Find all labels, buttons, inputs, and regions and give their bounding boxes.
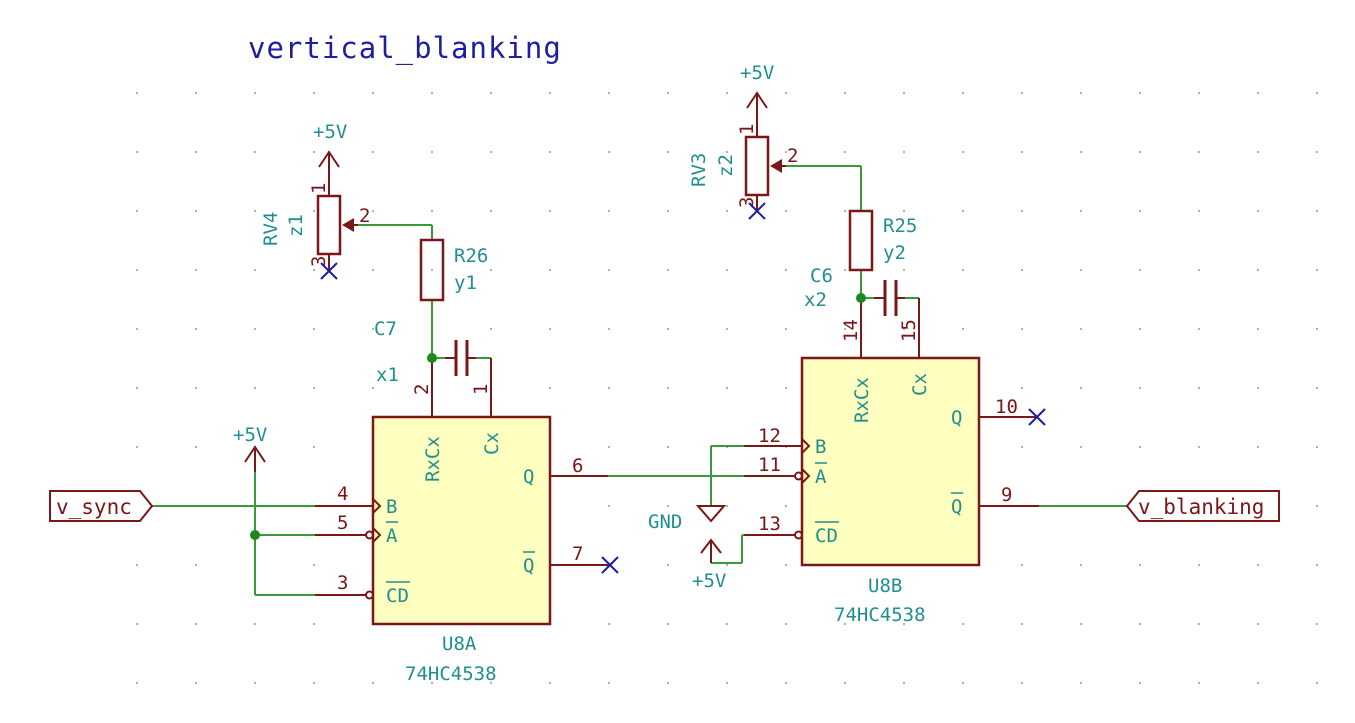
u8b-pin-cd-name: CD xyxy=(815,525,838,547)
output-label-text: v_blanking xyxy=(1138,495,1264,519)
u8b-pin-a-name: A xyxy=(815,466,827,488)
sheet-title: vertical_blanking xyxy=(248,31,562,66)
ic-u8a[interactable]: 4 5 3 6 7 2 1 B A CD Q Q RxCx Cx U8A 74H… xyxy=(315,358,608,685)
potentiometer-rv3[interactable]: 1 2 3 RV3 z2 xyxy=(688,124,798,211)
rv4-pin1: 1 xyxy=(308,183,330,194)
resistor-r26[interactable]: R26 y1 xyxy=(419,238,488,302)
u8a-pin-qbar-name: Q xyxy=(523,555,534,577)
u8a-pin-q-number: 6 xyxy=(572,455,583,477)
no-connect-marker xyxy=(748,202,766,220)
r26-reference: R26 xyxy=(454,245,488,267)
c6-value: x2 xyxy=(804,289,827,311)
u8b-pin-cd-number: 13 xyxy=(758,513,781,535)
c6-reference: C6 xyxy=(810,265,833,287)
power-5v-label: +5V xyxy=(233,424,267,446)
junction-dot xyxy=(250,530,260,540)
rv3-pin1: 1 xyxy=(736,124,758,135)
u8a-pin-rxcx-name: RxCx xyxy=(422,436,444,482)
u8a-value: 74HC4538 xyxy=(405,663,497,685)
junction-dot xyxy=(856,293,866,303)
u8a-pin-rxcx-number: 2 xyxy=(411,384,433,395)
u8b-pin-rxcx-number: 14 xyxy=(840,319,862,342)
resistor-r25[interactable]: R25 y2 xyxy=(848,209,917,272)
output-label-v-blanking[interactable]: v_blanking xyxy=(1125,490,1280,522)
u8b-pin-rxcx-name: RxCx xyxy=(851,377,873,423)
u8b-pin-a-number: 11 xyxy=(758,454,781,476)
u8a-pin-cd-number: 3 xyxy=(337,572,348,594)
no-connect-marker xyxy=(320,262,338,280)
u8a-pin-b-name: B xyxy=(386,496,397,518)
input-label-v-sync[interactable]: v_sync xyxy=(49,490,154,522)
power-5v-label: +5V xyxy=(313,121,347,143)
rv4-value: z1 xyxy=(285,214,307,237)
rv3-reference: RV3 xyxy=(688,153,710,187)
u8a-reference: U8A xyxy=(442,633,477,655)
u8a-pin-cx-name: Cx xyxy=(481,432,503,455)
r25-reference: R25 xyxy=(883,215,917,237)
u8a-pin-b-number: 4 xyxy=(337,483,348,505)
c7-reference: C7 xyxy=(374,318,397,340)
power-5v-u8b-cd: +5V xyxy=(692,538,726,592)
rv4-pin2: 2 xyxy=(359,205,370,227)
rv3-value: z2 xyxy=(715,154,737,177)
r26-value: y1 xyxy=(454,272,477,294)
u8a-pin-a-name: A xyxy=(386,525,398,547)
u8b-pin-cx-number: 15 xyxy=(898,319,920,342)
ground-symbol: GND xyxy=(648,505,727,533)
power-5v-rv4: +5V xyxy=(313,121,347,196)
u8b-pin-b-name: B xyxy=(815,436,826,458)
c7-value: x1 xyxy=(376,364,399,386)
u8a-pin-cd-name: CD xyxy=(386,585,409,607)
u8b-pin-b-number: 12 xyxy=(758,425,781,447)
r25-value: y2 xyxy=(883,242,906,264)
no-connect-marker xyxy=(601,556,619,574)
u8a-pin-a-number: 5 xyxy=(337,512,348,534)
no-connect-marker xyxy=(1028,408,1046,426)
u8b-pin-qbar-number: 9 xyxy=(1001,484,1012,506)
power-5v-label: +5V xyxy=(740,62,774,84)
ic-u8b[interactable]: 12 11 13 10 9 14 15 B A CD Q Q RxCx Cx U… xyxy=(744,298,1039,626)
capacitor-c6[interactable]: C6 x2 xyxy=(804,265,905,316)
potentiometer-rv4[interactable]: 1 2 3 RV4 z1 xyxy=(260,183,370,270)
rv3-pin3: 3 xyxy=(736,197,758,208)
u8b-reference: U8B xyxy=(868,575,902,597)
ground-label: GND xyxy=(648,511,682,533)
power-5v-rv3: +5V xyxy=(740,62,774,137)
junction-dot xyxy=(427,353,437,363)
u8b-value: 74HC4538 xyxy=(834,604,926,626)
input-label-text: v_sync xyxy=(56,495,132,519)
u8a-pin-cx-number: 1 xyxy=(470,384,492,395)
u8a-pin-q-name: Q xyxy=(523,466,534,488)
power-5v-label: +5V xyxy=(692,570,726,592)
u8b-pin-cx-name: Cx xyxy=(909,373,931,396)
power-5v-u8a-inputs: +5V xyxy=(233,424,267,472)
u8a-pin-qbar-number: 7 xyxy=(572,543,583,565)
rv3-pin2: 2 xyxy=(787,145,798,167)
capacitor-c7[interactable]: C7 x1 xyxy=(374,318,476,386)
u8b-pin-q-number: 10 xyxy=(995,396,1018,418)
rv4-reference: RV4 xyxy=(260,212,282,246)
rv4-pin3: 3 xyxy=(308,256,330,267)
u8b-pin-q-name: Q xyxy=(951,407,962,429)
u8b-pin-qbar-name: Q xyxy=(951,496,962,518)
